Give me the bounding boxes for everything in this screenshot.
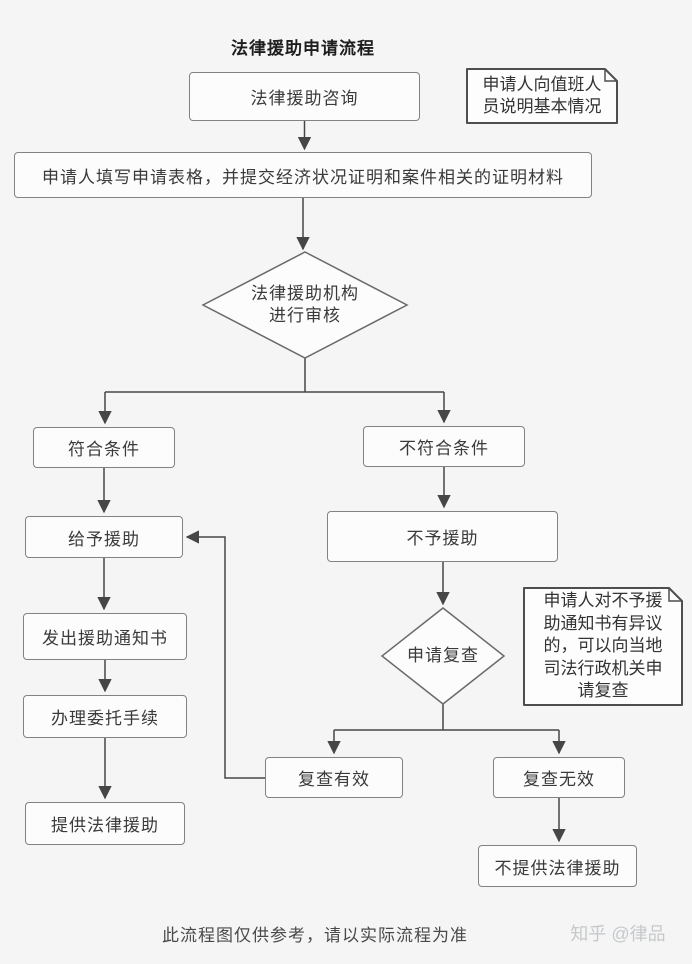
decision-recheck-label: 申请复查 bbox=[407, 645, 479, 665]
note-recheck-text: 申请人对不予援助通知书有异议的，可以向当地司法行政机关申请复查 bbox=[543, 591, 663, 701]
step-deny-aid: 不予援助 bbox=[327, 511, 558, 562]
diagram-title: 法律援助申请流程 bbox=[231, 39, 375, 58]
step-meets-conditions: 符合条件 bbox=[33, 427, 175, 468]
note-consult-text: 申请人向值班人员说明基本情况 bbox=[482, 74, 602, 116]
step-provide-legal-aid: 提供法律援助 bbox=[25, 802, 185, 845]
zhihu-watermark: 知乎 @律品 bbox=[570, 924, 666, 944]
decision-review-diamond bbox=[201, 251, 409, 359]
note-consult-fold-corner bbox=[604, 69, 617, 82]
note-recheck-shape bbox=[523, 587, 683, 706]
step-entrust-procedures: 办理委托手续 bbox=[23, 695, 187, 738]
step-grant-aid: 给予援助 bbox=[25, 516, 183, 558]
footer-disclaimer: 此流程图仅供参考，请以实际流程为准 bbox=[162, 926, 468, 945]
step-no-legal-aid: 不提供法律援助 bbox=[478, 845, 637, 887]
step-legal-aid-consult: 法律援助咨询 bbox=[189, 72, 420, 121]
step-recheck-valid: 复查有效 bbox=[265, 757, 403, 798]
decision-review-label: 法律援助机构 进行审核 bbox=[251, 283, 359, 325]
step-not-meets-conditions: 不符合条件 bbox=[363, 426, 525, 467]
note-consult-shape bbox=[466, 68, 618, 124]
step-fill-application-form: 申请人填写申请表格，并提交经济状况证明和案件相关的证明材料 bbox=[14, 152, 592, 198]
connector-lines bbox=[97, 121, 566, 843]
step-recheck-invalid: 复查无效 bbox=[493, 757, 625, 798]
step-issue-aid-notice: 发出援助通知书 bbox=[23, 613, 187, 660]
note-recheck-fold-corner bbox=[668, 588, 682, 602]
decision-recheck-diamond bbox=[380, 607, 506, 705]
